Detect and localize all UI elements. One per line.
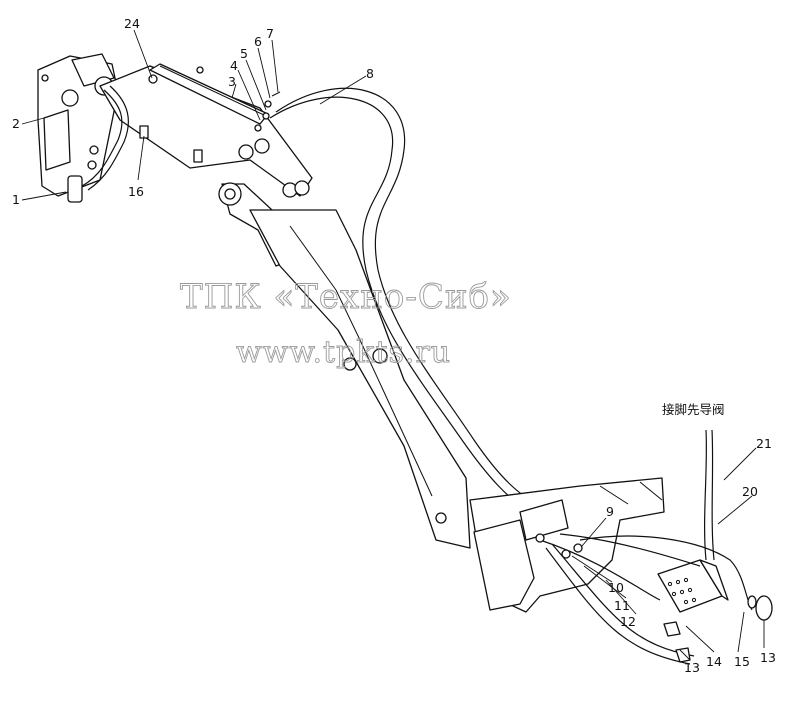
callout-4: 4	[230, 58, 238, 73]
callout-5: 5	[240, 46, 248, 61]
callout-13b: 13	[760, 650, 776, 665]
watermark-company: ТПК «Техно-Сиб»	[180, 277, 512, 317]
cylinder-rod	[148, 63, 269, 125]
base-bracket	[469, 477, 665, 613]
callout-24: 24	[124, 16, 140, 31]
callout-6: 6	[254, 34, 262, 49]
fasteners-4-7	[196, 66, 281, 132]
callout-7: 7	[266, 26, 274, 41]
callout-21: 21	[756, 436, 772, 451]
callout-10: 10	[608, 580, 624, 595]
callout-labels: 1 2 3 4 5 6 7 8 9 10 11 12 13 13 14 15 1…	[12, 16, 776, 675]
callout-8: 8	[366, 66, 374, 81]
callout-12: 12	[620, 614, 636, 629]
hose-item-8	[269, 87, 539, 511]
pilot-valve-note: 接脚先导阀	[662, 402, 725, 417]
callout-13a: 13	[684, 660, 700, 675]
callout-leaders	[21, 29, 765, 661]
callout-11: 11	[614, 598, 630, 613]
pilot-valve-block	[657, 559, 729, 613]
callout-14: 14	[706, 654, 722, 669]
callout-2: 2	[12, 116, 20, 131]
callout-1: 1	[12, 192, 20, 207]
callout-9: 9	[606, 504, 614, 519]
watermark: ТПК «Техно-Сиб» www.tpkts.ru	[180, 277, 512, 371]
callout-20: 20	[742, 484, 758, 499]
main-boom	[249, 209, 471, 549]
watermark-url: www.tpkts.ru	[236, 335, 451, 370]
callout-3: 3	[228, 74, 236, 89]
callout-16: 16	[128, 184, 144, 199]
fittings-lines	[535, 429, 773, 665]
hose-mount	[81, 85, 129, 191]
breaker-mount	[37, 53, 119, 203]
callout-15: 15	[734, 654, 750, 669]
